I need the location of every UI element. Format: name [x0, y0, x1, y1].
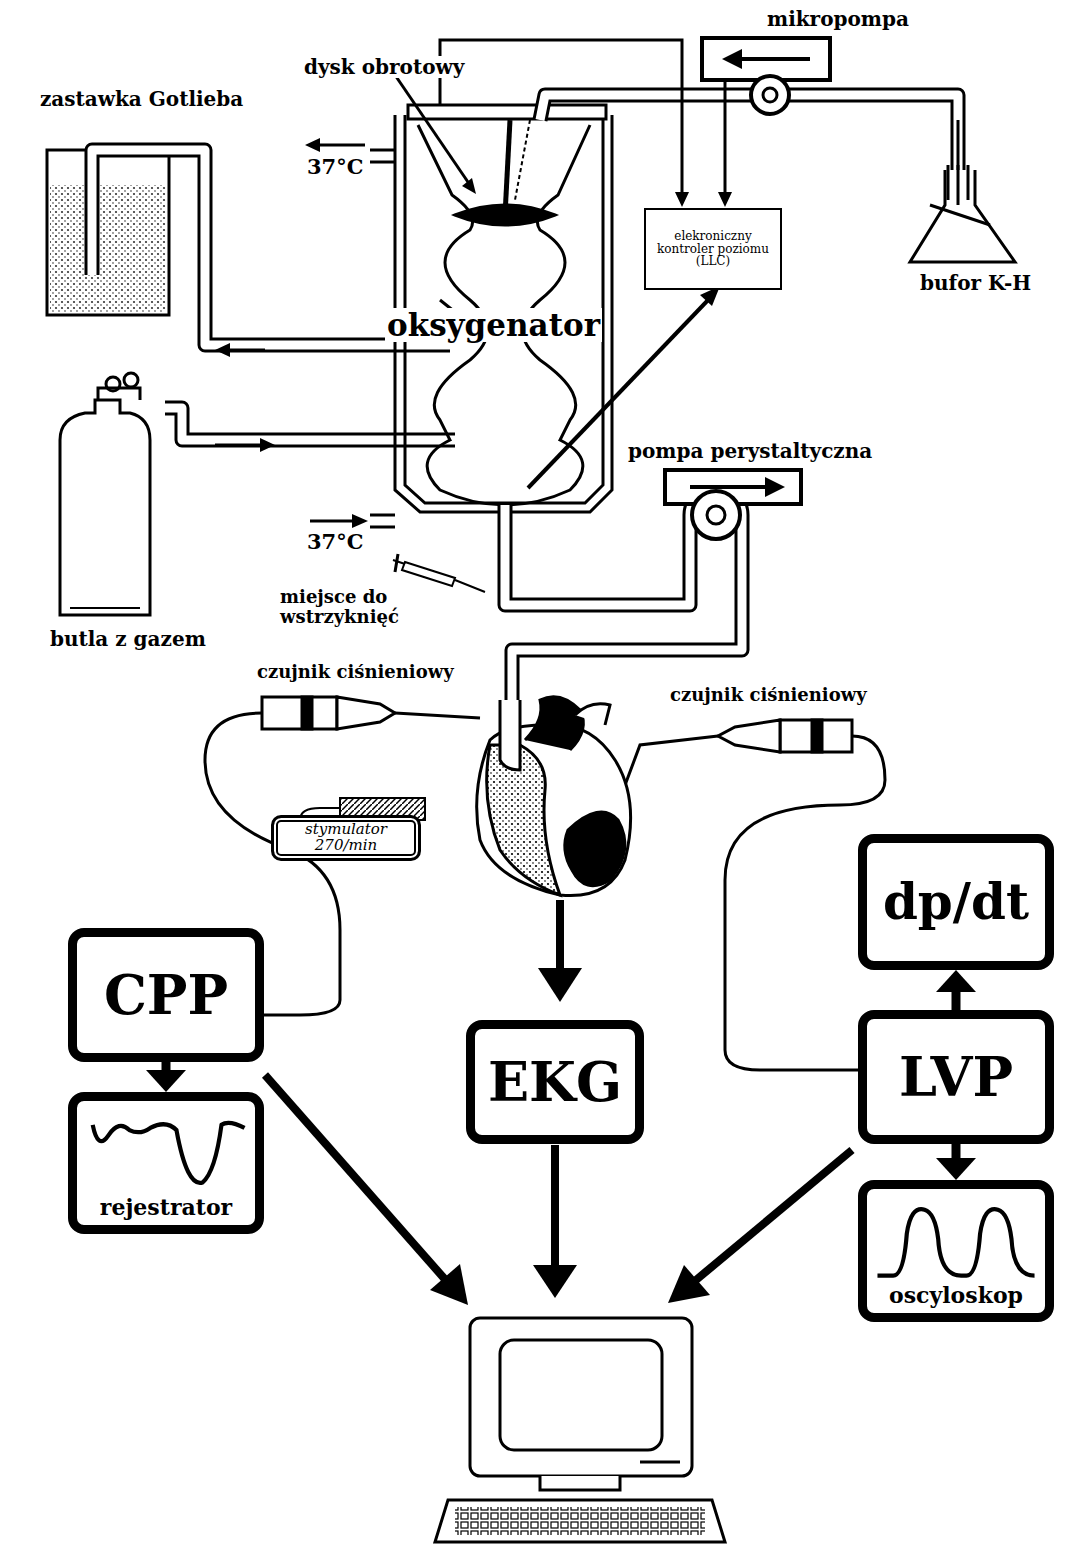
level-controller-box: elekroniczny kontroler poziomu (LLC) — [644, 208, 782, 290]
arrowhead — [936, 970, 976, 992]
box-content: oscyloskop — [889, 1284, 1023, 1307]
temperature-label: 37°C — [305, 155, 365, 178]
component-label: zastawka Gotlieba — [38, 88, 245, 110]
box-content: dp/dt — [883, 876, 1029, 929]
measurement-box: EKG — [466, 1020, 644, 1144]
box-text: EKG — [488, 1054, 622, 1111]
component-label: bufor K-H — [918, 272, 1033, 294]
signal-arrow — [936, 1144, 976, 1180]
box-content: stymulator 270/min — [278, 822, 414, 854]
computer — [435, 1318, 725, 1542]
component-label: miejsce do wstrzyknięć — [278, 587, 432, 627]
stimulator-box: stymulator 270/min — [271, 815, 421, 861]
flow-arrow — [225, 349, 265, 352]
box-text: stymulator 270/min — [278, 822, 414, 854]
waveform-line — [877, 1209, 1034, 1276]
box-content: CPP — [104, 967, 228, 1024]
signal-arrow — [936, 970, 976, 1010]
box-content: rejestrator — [100, 1196, 232, 1219]
oscilloscope-box: oscyloskop — [858, 1180, 1054, 1322]
box-text: dp/dt — [883, 876, 1029, 929]
temperature-label: 37°C — [305, 530, 365, 553]
component-label: pompa perystaltyczna — [626, 440, 874, 462]
component-label: czujnik ciśnieniowy — [255, 662, 456, 682]
box-text: rejestrator — [100, 1196, 232, 1219]
beaker — [47, 150, 169, 315]
measurement-box: dp/dt — [858, 834, 1054, 970]
measurement-box: CPP — [68, 928, 264, 1062]
arrowhead — [146, 1070, 186, 1092]
box-text: oscyloskop — [889, 1284, 1023, 1307]
pressure-transducer — [262, 697, 852, 752]
box-content: elekroniczny kontroler poziomu (LLC) — [651, 230, 775, 268]
box-content: EKG — [488, 1054, 622, 1111]
beaker-liquid — [50, 185, 166, 313]
box-text: LVP — [899, 1049, 1013, 1106]
component-label: mikropompa — [765, 8, 911, 30]
signal-arrow — [265, 900, 852, 1305]
box-text: CPP — [104, 967, 228, 1024]
component-label: butla z gazem — [48, 628, 208, 650]
waveform-trace — [867, 1193, 1045, 1285]
measurement-box: LVP — [858, 1010, 1054, 1144]
gas-cylinder — [60, 400, 150, 615]
arrowhead — [936, 1158, 976, 1180]
component-label: czujnik ciśnieniowy — [668, 685, 869, 705]
signal-arrow — [146, 1062, 186, 1092]
component-label: oksygenator — [385, 308, 602, 342]
heart — [477, 697, 631, 896]
component-label: dysk obrotowy — [302, 56, 466, 78]
box-text: elekroniczny kontroler poziomu (LLC) — [651, 230, 775, 268]
recorder-box: rejestrator — [68, 1092, 264, 1234]
waveform-trace — [77, 1105, 255, 1197]
micropump — [702, 38, 830, 80]
waveform-line — [93, 1123, 245, 1183]
box-content: LVP — [899, 1049, 1013, 1106]
